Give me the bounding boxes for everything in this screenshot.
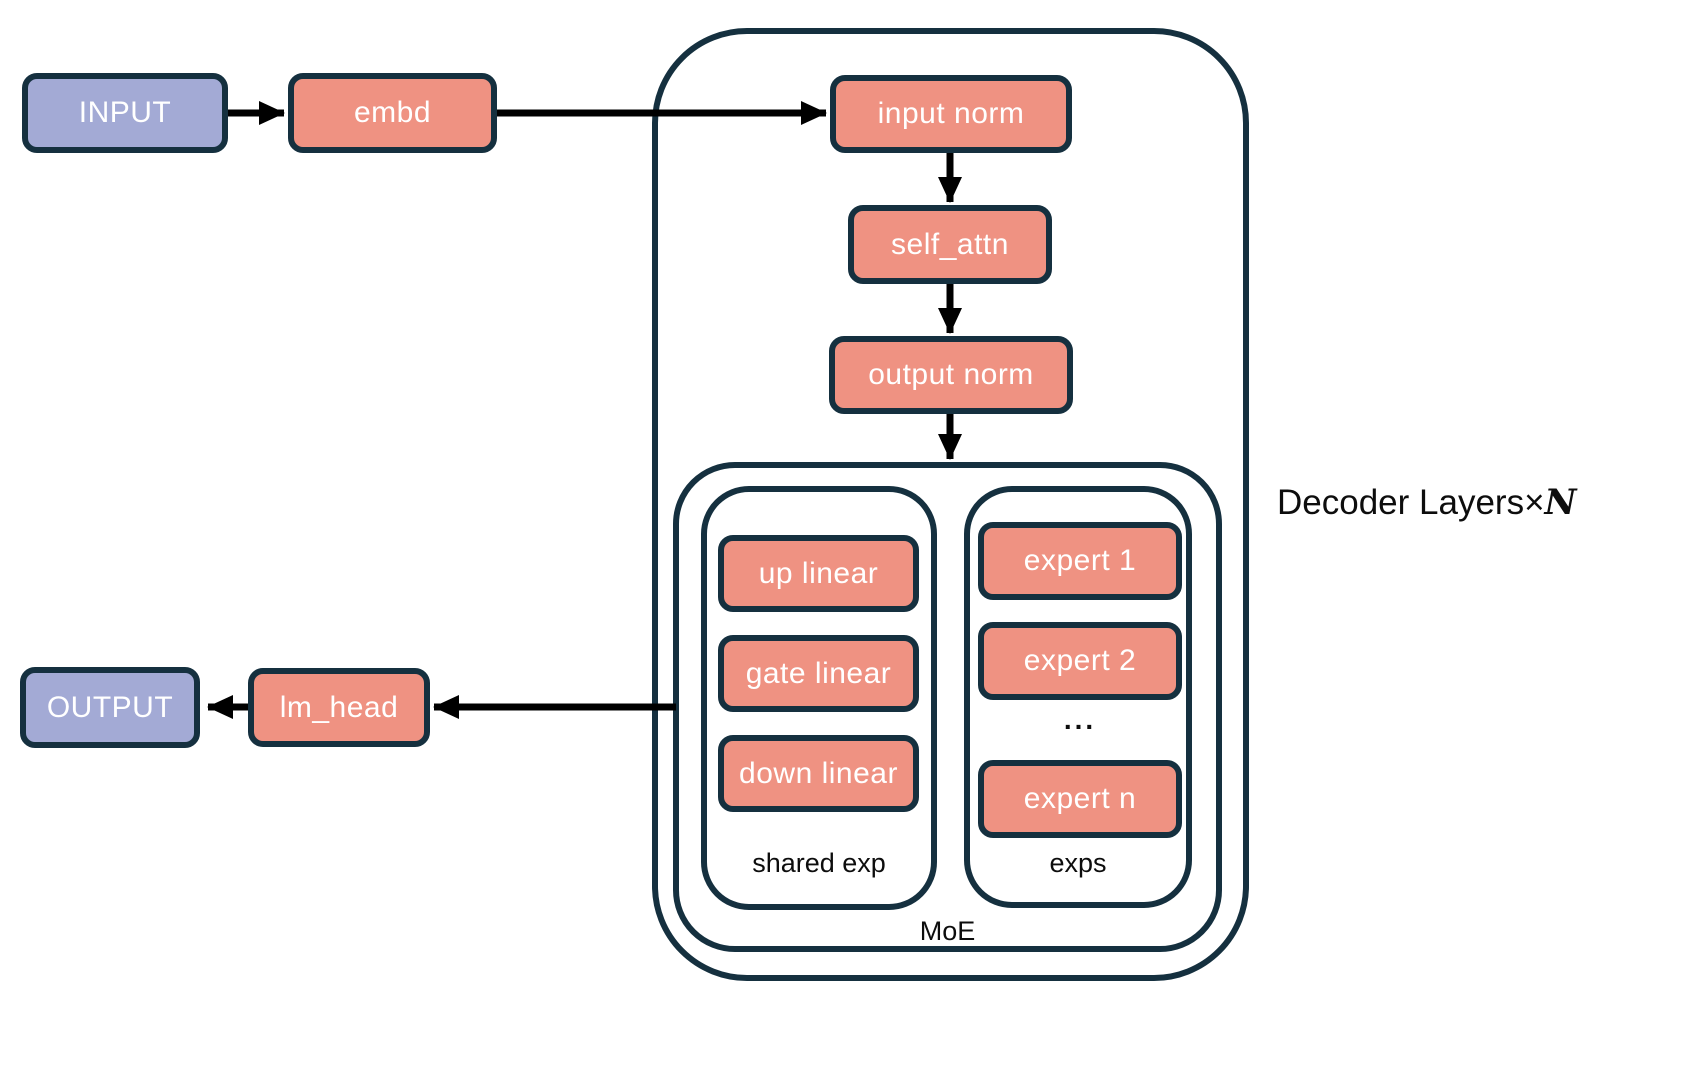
input-node: INPUT — [22, 73, 228, 153]
down-linear-node: down linear — [718, 735, 919, 812]
decoder-layers-caption: Decoder Layers×N — [1277, 482, 1577, 523]
experts-container — [964, 486, 1192, 908]
lm-head-node: lm_head — [248, 668, 430, 747]
up-linear-node: up linear — [718, 535, 919, 612]
times-symbol: × — [1524, 483, 1545, 522]
output-node: OUTPUT — [20, 667, 200, 748]
expert-1-node: expert 1 — [978, 522, 1182, 600]
expert-n-node: expert n — [978, 760, 1182, 838]
expert-2-node: expert 2 — [978, 622, 1182, 700]
output-norm-node: output norm — [829, 336, 1073, 414]
experts-ellipsis: ... — [1063, 704, 1097, 735]
experts-label: exps — [1049, 848, 1107, 878]
embd-node: embd — [288, 73, 497, 153]
input-norm-node: input norm — [830, 75, 1072, 153]
layer-count-symbol: N — [1544, 482, 1577, 523]
self-attn-node: self_attn — [848, 205, 1052, 284]
decoder-layers-container — [652, 28, 1249, 981]
moe-label: MoE — [919, 916, 976, 946]
moe-container — [673, 462, 1222, 952]
shared-expert-label: shared exp — [752, 848, 886, 878]
shared-expert-container — [701, 486, 937, 910]
decoder-layers-caption-text: Decoder Layers — [1277, 483, 1525, 522]
gate-linear-node: gate linear — [718, 635, 919, 712]
